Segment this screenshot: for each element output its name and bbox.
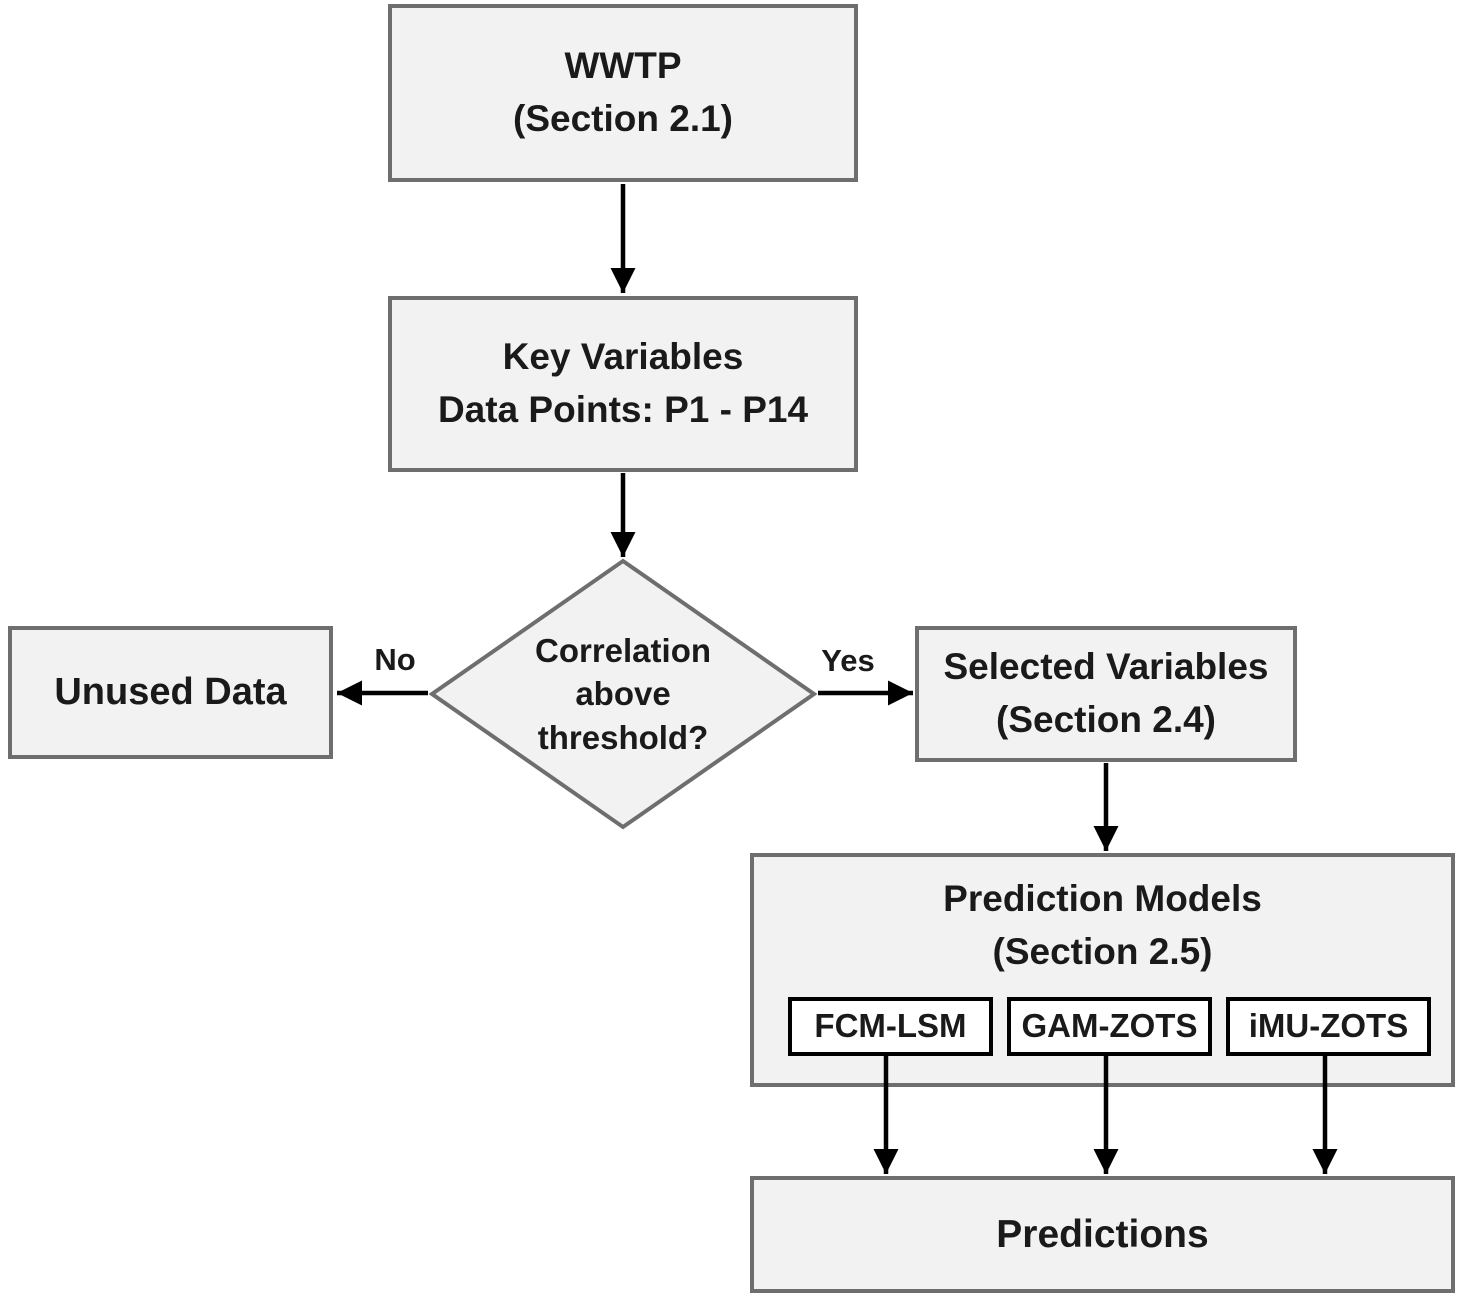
node-predictions-label: Predictions <box>996 1212 1209 1256</box>
node-prediction-models-line2: (Section 2.5) <box>992 930 1213 972</box>
node-unused-data: Unused Data <box>8 626 333 759</box>
node-predictions: Predictions <box>750 1176 1455 1293</box>
decision-line2: above <box>575 675 671 713</box>
node-unused-data-label: Unused Data <box>54 670 287 713</box>
node-wwtp-line1: WWTP <box>564 45 682 87</box>
node-selected-variables: Selected Variables (Section 2.4) <box>915 626 1297 762</box>
node-key-variables: Key Variables Data Points: P1 - P14 <box>388 296 858 472</box>
diamond-shape <box>429 558 817 830</box>
node-decision-diamond: Correlation above threshold? <box>429 558 817 830</box>
node-decision-text: Correlation above threshold? <box>429 558 817 830</box>
node-selected-variables-line1: Selected Variables <box>943 646 1269 688</box>
node-model-fcm-lsm: FCM-LSM <box>788 997 993 1056</box>
node-prediction-models: Prediction Models (Section 2.5) FCM-LSM … <box>750 853 1455 1087</box>
node-prediction-models-line1: Prediction Models <box>943 878 1262 919</box>
decision-line3: threshold? <box>537 718 709 756</box>
edge-label-no: No <box>374 642 416 677</box>
edge-label-yes: Yes <box>821 643 875 678</box>
node-wwtp: WWTP (Section 2.1) <box>388 4 858 182</box>
node-key-variables-line1: Key Variables <box>502 336 744 378</box>
node-selected-variables-line2: (Section 2.4) <box>996 699 1216 740</box>
node-model-gam-zots: GAM-ZOTS <box>1007 997 1212 1056</box>
decision-line1: Correlation <box>534 631 712 669</box>
node-model-imu-zots: iMU-ZOTS <box>1226 997 1431 1056</box>
node-key-variables-line2: Data Points: P1 - P14 <box>437 389 809 430</box>
node-wwtp-line2: (Section 2.1) <box>513 98 733 139</box>
